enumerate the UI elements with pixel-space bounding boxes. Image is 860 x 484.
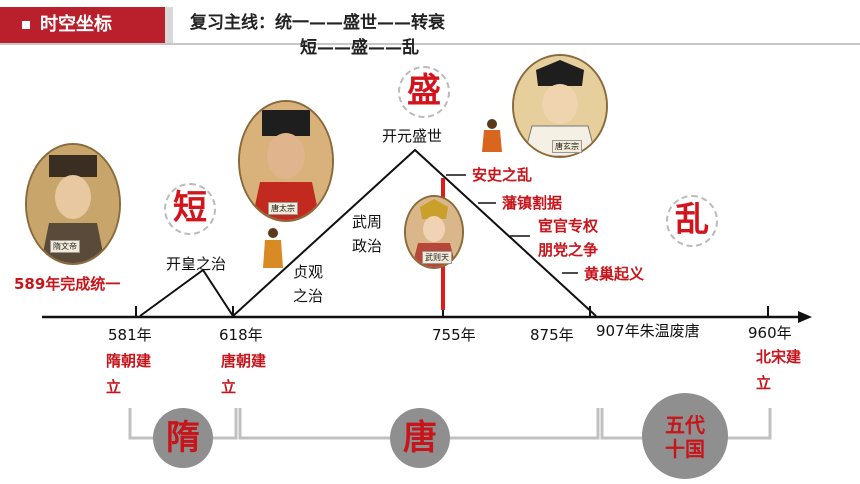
review-line-1: 复习主线：统一——盛世——转衰 <box>190 13 445 33</box>
event-fanzhen: 藩镇割据 <box>502 194 563 212</box>
event-anshi: 安史之乱 <box>472 166 533 184</box>
caption-tang-taizong: 唐太宗 <box>268 202 298 215</box>
event-huangchao: 黄巢起义 <box>584 265 645 283</box>
dynasty-wudai-circle: 五代 十国 <box>642 393 728 479</box>
caption-tang-xuanzong: 唐玄宗 <box>552 140 582 153</box>
event-wuzhou-1: 武周 <box>352 213 383 231</box>
caption-wu-zetian: 武则天 <box>422 251 452 264</box>
year-755: 755年 <box>432 326 476 344</box>
chaos-circle: 乱 <box>666 195 718 247</box>
caption-sui-wendi: 隋文帝 <box>50 240 80 253</box>
dynasty-wudai-2: 十国 <box>665 437 705 461</box>
year-618: 618年 <box>219 326 263 344</box>
dynasty-tang-circle: 唐 <box>390 408 450 468</box>
portrait-tang-taizong <box>238 100 334 222</box>
year-875: 875年 <box>530 326 574 344</box>
event-huanguan: 宦官专权 <box>538 217 599 235</box>
header-title: 时空坐标 <box>40 14 112 35</box>
year-581: 581年 <box>108 326 152 344</box>
dynasty-wudai-1: 五代 <box>665 413 705 437</box>
event-wuzhou-2: 政治 <box>352 237 383 255</box>
event-pengdang: 朋党之争 <box>538 241 599 259</box>
event-kaihuang: 开皇之治 <box>166 255 227 273</box>
sui-peak-line <box>139 268 234 317</box>
dynasty-sui-circle: 隋 <box>153 408 213 468</box>
emperor-portrait-icon <box>514 56 606 156</box>
big-char-short: 短 <box>173 188 207 228</box>
event-zhenguan-2: 之治 <box>293 287 324 305</box>
label-tang-found: 唐朝建立 <box>221 352 267 396</box>
event-kaiyuan: 开元盛世 <box>382 127 443 145</box>
event-zhenguan-1: 贞观 <box>293 263 324 281</box>
year-907: 907年朱温废唐 <box>596 322 700 340</box>
header-square-icon <box>22 21 30 29</box>
timeline-arrow <box>798 311 812 323</box>
year-960: 960年 <box>748 324 792 342</box>
tang-peak-line <box>232 148 597 317</box>
figure-icon <box>263 228 283 268</box>
figure-icon <box>482 119 502 152</box>
label-song-found: 北宋建立 <box>756 348 802 392</box>
header-accent <box>165 7 173 43</box>
header-divider <box>0 43 860 45</box>
label-sui-found: 隋朝建立 <box>106 352 152 396</box>
flourish-circle: 盛 <box>398 66 450 118</box>
big-char-flourish: 盛 <box>407 71 441 111</box>
review-line-2: 短——盛——乱 <box>300 38 419 58</box>
emperor-portrait-icon <box>240 102 332 220</box>
dynasty-sui: 隋 <box>166 418 200 458</box>
short-circle: 短 <box>164 183 216 235</box>
big-char-chaos: 乱 <box>675 200 709 240</box>
dynasty-tang: 唐 <box>403 418 437 458</box>
event-unify-589: 589年完成统一 <box>14 275 121 293</box>
